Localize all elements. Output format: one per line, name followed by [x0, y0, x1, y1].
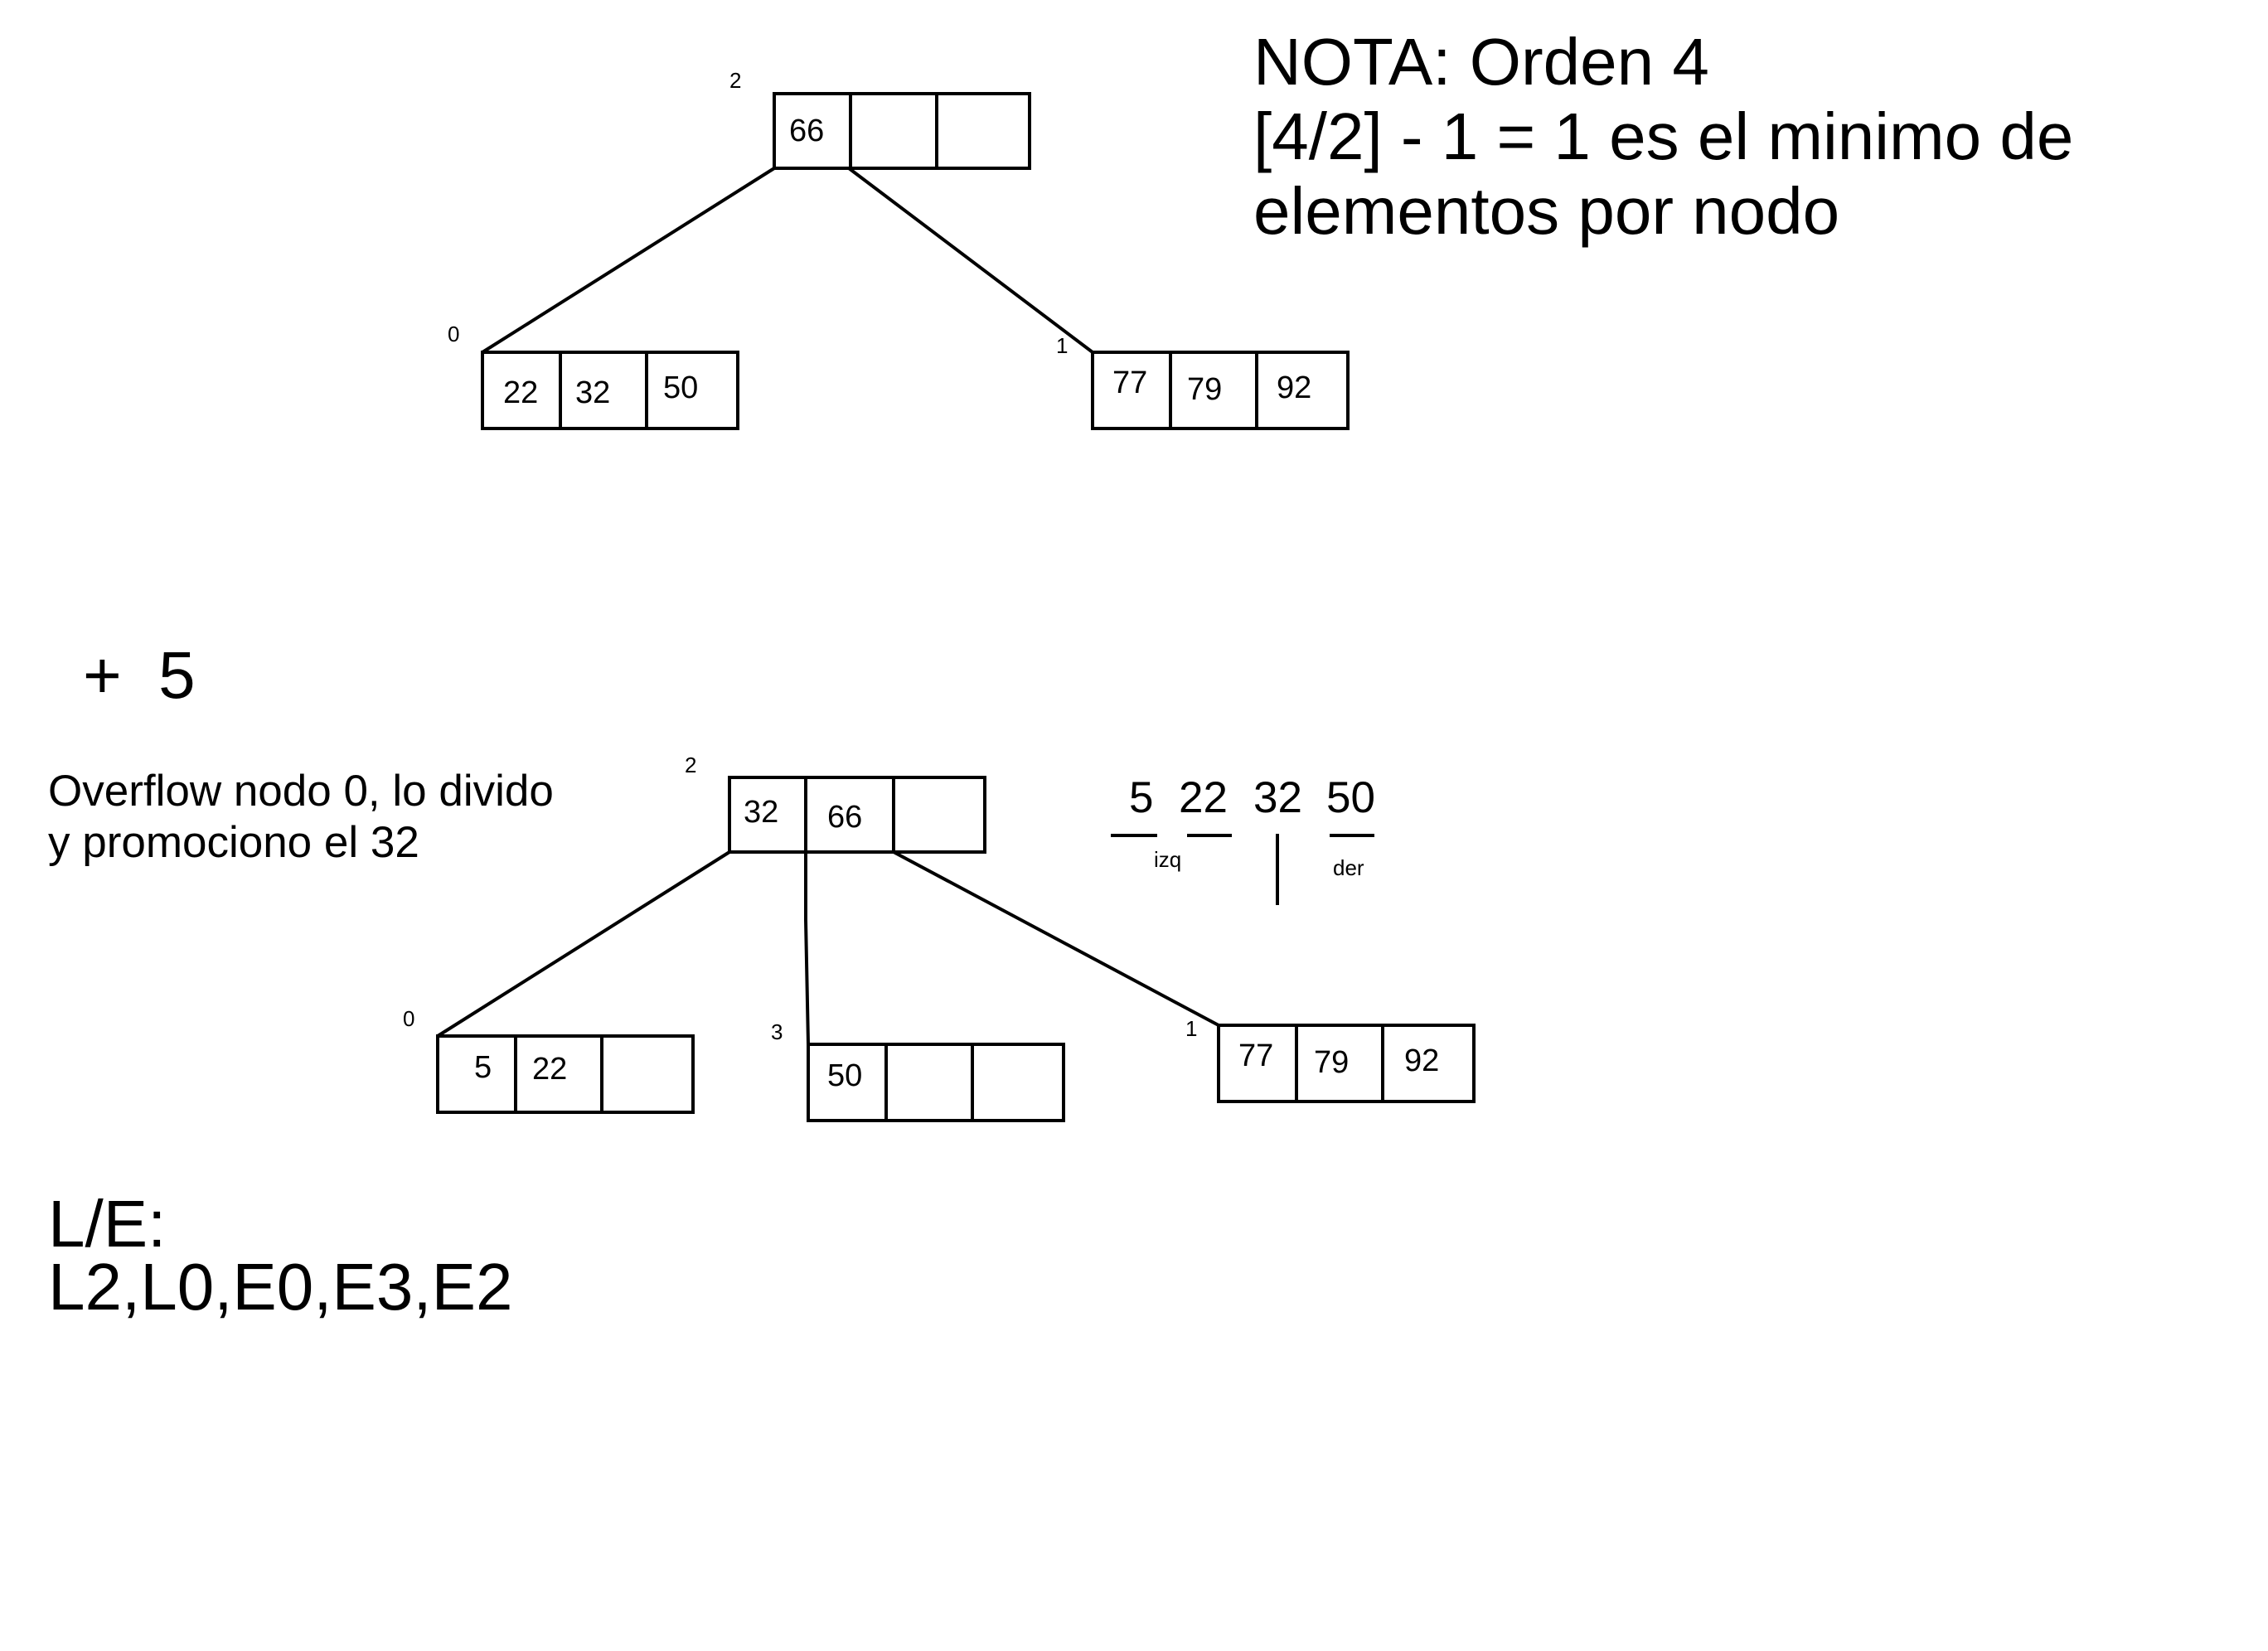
tree-after: 2 32 66 0 5 22 3 50 1 [403, 753, 1476, 1122]
key-cell [481, 351, 562, 430]
node-id-label: 2 [685, 753, 696, 777]
key-cell [1217, 1024, 1298, 1103]
split-value: 5 [1129, 773, 1153, 822]
node-0-after: 0 5 22 [403, 1006, 695, 1114]
key-value: 22 [532, 1052, 567, 1087]
node-id-label: 3 [771, 1019, 783, 1044]
key-value: 50 [827, 1058, 862, 1093]
key-value: 5 [474, 1050, 492, 1085]
split-value: 32 [1253, 773, 1302, 822]
key-value: 79 [1314, 1045, 1349, 1080]
overflow-explanation: Overflow nodo 0, lo divido [48, 767, 554, 816]
node-id-label: 1 [1185, 1016, 1197, 1041]
key-cell [935, 92, 1031, 170]
key-cell [1255, 351, 1350, 430]
key-value: 92 [1277, 370, 1311, 405]
note-formula: [4/2] - 1 = 1 es el minimo de [1253, 99, 2073, 173]
node-3-after: 3 50 [771, 1019, 1065, 1122]
key-cell [1381, 1024, 1476, 1103]
right-label: der [1333, 855, 1364, 880]
node-id-label: 1 [1056, 333, 1068, 358]
key-cell [773, 92, 852, 170]
left-label: izq [1154, 847, 1181, 872]
split-sketch: 5 22 32 50 izq der [1111, 773, 1375, 905]
key-value: 79 [1187, 372, 1222, 407]
note-title: NOTA: Orden 4 [1253, 25, 1709, 99]
key-cell [728, 776, 807, 854]
key-cell [1091, 351, 1172, 430]
key-value: 66 [789, 114, 824, 148]
split-value: 50 [1326, 773, 1375, 822]
key-value: 77 [1112, 366, 1147, 400]
key-cell [884, 1043, 974, 1122]
promotion-explanation: y promociono el 32 [48, 818, 419, 867]
node-1-after: 1 77 79 92 [1185, 1016, 1476, 1103]
edge-root-to-node0 [481, 167, 776, 354]
key-cell [1169, 351, 1258, 430]
key-cell [1295, 1024, 1384, 1103]
key-value: 92 [1404, 1043, 1439, 1078]
node-id-label: 0 [448, 322, 459, 346]
key-value: 50 [663, 370, 698, 405]
key-cell [849, 92, 938, 170]
edge-root-to-node0 [436, 850, 731, 1038]
node-0-before: 0 22 32 50 [448, 322, 739, 430]
key-value: 66 [827, 800, 862, 835]
key-value: 77 [1238, 1039, 1273, 1073]
key-cell [436, 1034, 517, 1114]
insert-label: + 5 [83, 638, 196, 712]
key-cell [892, 776, 986, 854]
key-value: 32 [575, 375, 610, 410]
key-cell [971, 1043, 1065, 1122]
le-sequence: L2,L0,E0,E3,E2 [48, 1250, 512, 1324]
tree-before: 2 66 0 22 32 50 1 77 79 92 [448, 68, 1350, 430]
edge-root-to-node1 [893, 850, 1219, 1027]
node-1-before: 1 77 79 92 [1056, 333, 1350, 430]
key-value: 32 [744, 795, 778, 830]
edge-root-to-node3 [804, 852, 810, 1045]
node-id-label: 2 [729, 68, 741, 93]
le-title: L/E: [48, 1187, 166, 1261]
note-formula-end: elementos por nodo [1253, 174, 1839, 248]
root-node-after: 2 32 66 [685, 753, 986, 854]
key-cell [645, 351, 739, 430]
key-cell [804, 776, 895, 854]
key-cell [807, 1043, 888, 1122]
root-node-before: 2 66 [729, 68, 1031, 170]
split-value: 22 [1179, 773, 1228, 822]
node-id-label: 0 [403, 1006, 414, 1031]
key-cell [600, 1034, 695, 1114]
key-value: 22 [503, 375, 538, 410]
edge-root-to-node1 [847, 167, 1094, 354]
key-cell [559, 351, 648, 430]
